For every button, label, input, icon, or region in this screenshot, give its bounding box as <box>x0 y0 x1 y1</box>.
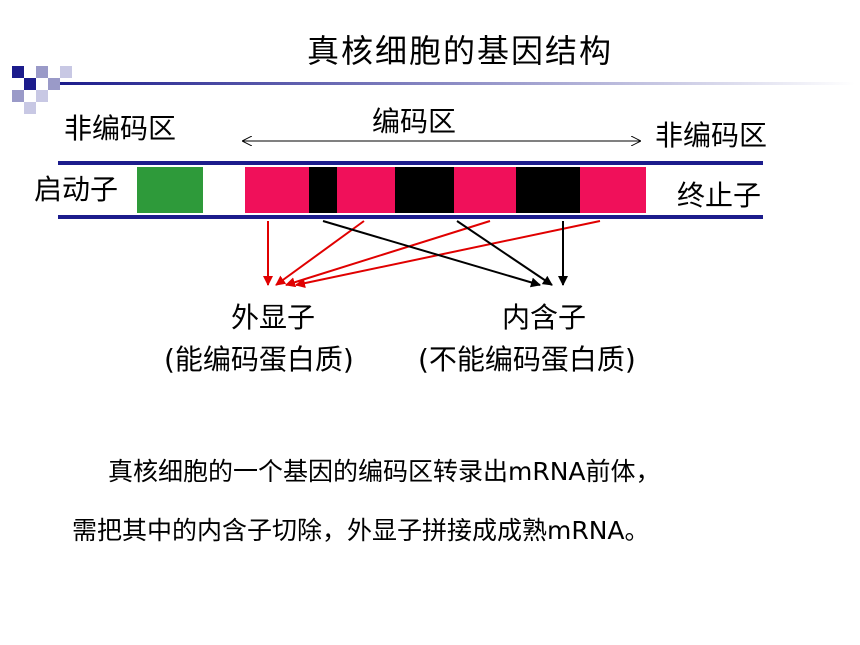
intron-note: (不能编码蛋白质) <box>418 343 636 376</box>
deco-square <box>36 90 48 102</box>
exon-label: 外显子 <box>231 301 316 334</box>
promoter-label: 启动子 <box>34 173 119 206</box>
deco-square <box>12 66 24 78</box>
deco-square <box>36 66 48 78</box>
intron-label: 内含子 <box>502 301 587 334</box>
deco-square <box>60 66 72 78</box>
exon-segment-1 <box>245 167 309 213</box>
gene-top-line <box>58 161 763 165</box>
gene-bottom-line <box>58 215 763 219</box>
noncoding-left-label: 非编码区 <box>64 112 177 145</box>
coding-region-label: 编码区 <box>372 105 457 138</box>
exon-arrow-2 <box>275 220 365 286</box>
exon-arrows <box>263 220 601 289</box>
terminator-label: 终止子 <box>677 179 762 212</box>
exon-segment-4 <box>580 167 646 213</box>
intron-segment-1 <box>309 167 337 213</box>
exon-arrow-4 <box>295 220 601 289</box>
intron-segment-3 <box>516 167 580 213</box>
promoter-segment <box>137 167 203 213</box>
deco-square <box>48 78 60 90</box>
explanation-line-1: 真核细胞的一个基因的编码区转录出mRNA前体， <box>108 457 661 486</box>
decorative-header <box>12 66 855 114</box>
exon-segment-3 <box>454 167 516 213</box>
deco-square <box>24 102 36 114</box>
exon-arrow-3 <box>285 220 491 288</box>
intron-segment-2 <box>395 167 454 213</box>
blank-segment <box>203 167 245 213</box>
deco-square <box>24 78 36 90</box>
intron-arrow-1 <box>322 220 541 288</box>
page-title: 真核细胞的基因结构 <box>306 32 613 70</box>
deco-square <box>12 90 24 102</box>
exon-note: (能编码蛋白质) <box>164 343 354 376</box>
header-rule <box>60 82 855 85</box>
intron-arrows <box>322 220 568 288</box>
noncoding-right-label: 非编码区 <box>655 119 768 152</box>
explanation-line-2: 需把其中的内含子切除，外显子拼接成成熟mRNA。 <box>72 516 650 545</box>
intron-arrow-2 <box>456 220 553 286</box>
exon-segment-2 <box>337 167 395 213</box>
